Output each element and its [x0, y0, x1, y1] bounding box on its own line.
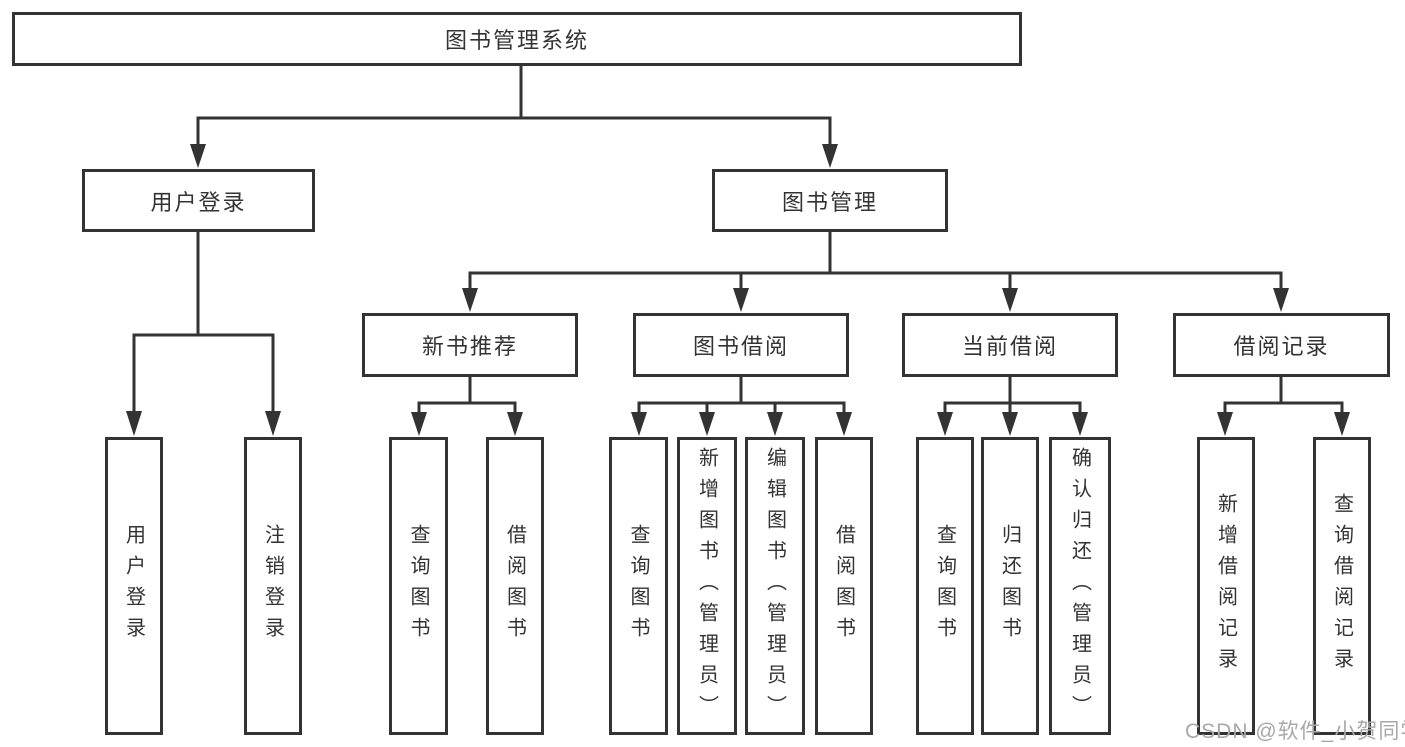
- leaf-borrow-add-books-admin: 新增图书（管理员）: [677, 437, 737, 735]
- node-current-borrow: 当前借阅: [902, 313, 1118, 377]
- arrowhead: [1217, 412, 1233, 436]
- leaf-record-query: 查询借阅记录: [1313, 437, 1371, 735]
- arrowhead: [411, 412, 427, 436]
- arrowhead: [265, 411, 281, 436]
- arrowhead: [1072, 412, 1088, 436]
- connector-root: [190, 66, 838, 168]
- node-borrow-record: 借阅记录: [1173, 313, 1390, 377]
- connector-borrow-record: [1217, 377, 1350, 436]
- arrowhead: [767, 412, 783, 436]
- leaf-borrow-borrow-books: 借阅图书: [815, 437, 873, 735]
- leaf-recommend-query-books: 查询图书: [389, 437, 448, 735]
- leaf-record-add: 新增借阅记录: [1197, 437, 1255, 735]
- leaf-current-return-books: 归还图书: [981, 437, 1039, 735]
- arrowhead: [462, 288, 478, 312]
- connector-new-book-recommend: [411, 377, 523, 436]
- watermark: CSDN @软件_小贺同学: [1185, 720, 1405, 743]
- arrowhead: [699, 412, 715, 436]
- arrowhead: [822, 144, 838, 168]
- leaf-user-login: 用户登录: [105, 437, 163, 735]
- arrowhead: [126, 411, 142, 436]
- node-book-management: 图书管理: [712, 169, 948, 232]
- node-book-borrow: 图书借阅: [633, 313, 849, 377]
- connector-book-borrow: [631, 377, 852, 436]
- leaf-recommend-borrow-books: 借阅图书: [486, 437, 544, 735]
- node-user-login: 用户登录: [82, 169, 315, 232]
- arrowhead: [631, 412, 647, 436]
- connector-user-login: [126, 232, 281, 436]
- arrowhead: [1334, 412, 1350, 436]
- arrowhead: [1002, 288, 1018, 312]
- leaf-logout: 注销登录: [244, 437, 302, 735]
- leaf-current-query-books: 查询图书: [916, 437, 974, 735]
- arrowhead: [1273, 288, 1289, 312]
- connector-book-management: [462, 232, 1289, 312]
- arrowhead: [190, 144, 206, 168]
- arrowhead: [836, 412, 852, 436]
- arrowhead: [1002, 412, 1018, 436]
- leaf-borrow-edit-books-admin: 编辑图书（管理员）: [745, 437, 805, 735]
- arrowhead: [733, 288, 749, 312]
- node-root-title: 图书管理系统: [12, 12, 1022, 66]
- connector-current-borrow: [937, 377, 1088, 436]
- arrowhead: [937, 412, 953, 436]
- node-new-book-recommend: 新书推荐: [362, 313, 578, 377]
- arrowhead: [507, 412, 523, 436]
- leaf-current-confirm-return-admin: 确认归还（管理员）: [1049, 437, 1111, 735]
- leaf-borrow-query-books: 查询图书: [609, 437, 668, 735]
